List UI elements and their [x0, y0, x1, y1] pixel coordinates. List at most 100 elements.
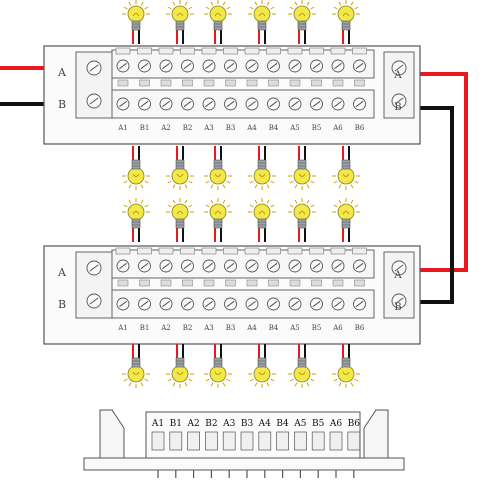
bulb-glass — [171, 365, 189, 383]
terminal-pin — [182, 279, 193, 287]
bulb-base — [213, 357, 223, 368]
light-rays — [204, 0, 232, 15]
bulb-glass — [253, 167, 271, 185]
light-bulb-icon — [248, 198, 276, 242]
light-rays — [248, 0, 276, 15]
terminal-pin — [225, 279, 236, 287]
bulb-base — [297, 357, 307, 368]
terminal-clamp — [201, 47, 217, 55]
bulb-base — [213, 218, 223, 229]
screw-icon — [224, 297, 237, 311]
bulb-base — [257, 20, 267, 31]
terminal-clamp — [330, 47, 346, 55]
terminal-clamp — [266, 47, 281, 55]
screw-icon — [310, 59, 323, 73]
terminal-clamp — [287, 247, 303, 255]
terminal-label: B3 — [226, 324, 236, 332]
terminal-clamp — [201, 247, 217, 255]
bottom-terminal-row — [111, 89, 375, 119]
bulb-base — [175, 357, 185, 368]
screw-icon — [138, 259, 151, 273]
light-rays — [204, 198, 232, 213]
input-label-a: A — [57, 266, 67, 279]
terminal-label: B2 — [183, 324, 193, 332]
light-bulb-icon — [122, 146, 150, 190]
light-rays — [204, 373, 232, 388]
light-rays — [332, 373, 360, 388]
light-rays — [166, 175, 194, 190]
side-terminal-label: B3 — [241, 419, 254, 429]
filament — [132, 371, 140, 375]
terminal-clamp — [309, 247, 324, 255]
terminal-label: A2 — [160, 324, 171, 332]
screw-icon — [116, 59, 130, 73]
terminal-clamp — [287, 47, 303, 55]
terminal-pin — [246, 79, 258, 87]
light-rays — [332, 198, 360, 213]
bulb-base — [297, 20, 307, 31]
screw-icon — [288, 97, 302, 111]
side-terminal-label: A4 — [258, 419, 271, 429]
bulb-glass — [209, 365, 227, 383]
light-rays — [248, 175, 276, 190]
bulb-glass — [209, 5, 227, 23]
screw-icon — [86, 260, 102, 276]
bulb-base — [131, 218, 141, 229]
terminal-clamp — [352, 47, 367, 55]
screw-icon — [181, 97, 194, 111]
side-terminal-label: B4 — [276, 419, 289, 429]
screw-icon — [159, 259, 173, 273]
filament — [176, 13, 184, 17]
filament — [258, 13, 266, 17]
input-label-a: A — [57, 66, 67, 79]
light-bulb-icon — [122, 344, 150, 388]
filament — [342, 13, 350, 17]
terminal-pin — [117, 279, 129, 287]
light-rays — [122, 0, 150, 15]
side-terminal-label: A3 — [222, 419, 235, 429]
filament — [298, 173, 306, 177]
screw-icon — [391, 60, 407, 76]
filament — [176, 173, 184, 177]
bulb-glass — [171, 203, 189, 221]
bulb-glass — [337, 365, 355, 383]
terminal-pin — [117, 79, 129, 87]
light-rays — [204, 175, 232, 190]
filament — [258, 173, 266, 177]
terminal-label: B6 — [355, 124, 365, 132]
terminal-pin — [311, 79, 322, 87]
screw-icon — [181, 297, 194, 311]
filament — [214, 13, 222, 17]
bulb-glass — [253, 203, 271, 221]
bulb-base — [341, 218, 351, 229]
input-label-b: B — [58, 298, 66, 311]
screw-icon — [86, 93, 102, 109]
terminal-label: A5 — [289, 124, 300, 132]
light-rays — [288, 175, 316, 190]
light-bulb-icon — [248, 344, 276, 388]
screw-icon — [116, 259, 130, 273]
screw-icon — [331, 297, 345, 311]
light-bulb-icon — [332, 344, 360, 388]
screw-icon — [331, 59, 345, 73]
bulb-glass — [127, 5, 145, 23]
terminal-label: B2 — [183, 124, 193, 132]
side-terminal-slot — [311, 431, 325, 451]
screw-icon — [353, 297, 366, 311]
screw-icon — [310, 297, 323, 311]
light-rays — [248, 373, 276, 388]
bulb-base — [297, 218, 307, 229]
light-bulb-icon — [288, 146, 316, 190]
terminal-clamp — [223, 247, 238, 255]
screw-icon — [202, 59, 216, 73]
light-bulb-icon — [122, 198, 150, 242]
light-rays — [122, 373, 150, 388]
filament — [132, 13, 140, 17]
filament — [214, 211, 222, 215]
light-bulb-icon — [332, 198, 360, 242]
terminal-pin — [289, 79, 301, 87]
terminal-label: A2 — [160, 124, 171, 132]
screw-icon — [310, 97, 323, 111]
